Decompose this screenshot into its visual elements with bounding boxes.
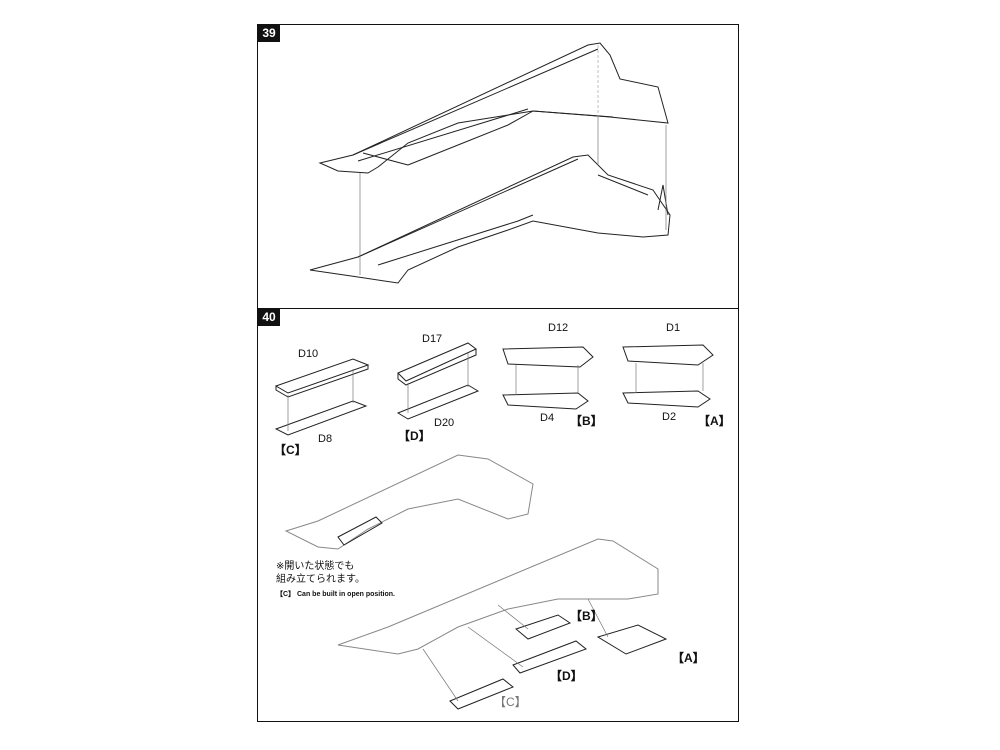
tag-d-assembly: 【D】: [550, 669, 583, 683]
lower-wing-gray: [337, 538, 659, 655]
tag-b-sub: 【B】: [570, 414, 603, 428]
open-position-note: ※開いた状態でも 組み立てられます。 【C】 Can be built in o…: [276, 561, 395, 598]
label-d10: D10: [298, 348, 319, 360]
label-d20: D20: [434, 417, 455, 429]
label-d2: D2: [662, 411, 677, 423]
part-d1: [622, 344, 714, 366]
part-d17: [397, 342, 477, 386]
label-d12: D12: [548, 322, 569, 334]
flap-b: [514, 614, 572, 640]
label-d17: D17: [422, 333, 443, 345]
flap-a: [596, 624, 668, 655]
flap-c: [449, 678, 514, 710]
label-d4: D4: [540, 412, 555, 424]
tag-b-assembly: 【B】: [570, 609, 603, 623]
step-39-panel: 39: [257, 24, 739, 309]
part-d12: [502, 346, 594, 368]
step-40-panel: 40: [257, 309, 739, 722]
tag-c-sub: 【C】: [274, 443, 307, 457]
flap-c-open: [337, 516, 383, 546]
tag-c-assembly: 【C】: [494, 695, 527, 709]
flap-assembly-diagram: [274, 342, 714, 710]
step-number-badge: 40: [258, 309, 280, 326]
step-number-badge: 39: [258, 25, 280, 42]
upper-wing-gray: [284, 454, 534, 550]
flap-d: [512, 640, 588, 674]
upper-wing-half: [318, 42, 669, 174]
part-d8: [274, 400, 368, 436]
part-d2: [622, 390, 711, 408]
label-d1: D1: [666, 322, 681, 334]
wing-halves-diagram: [309, 42, 671, 284]
part-d4: [502, 392, 589, 410]
tag-a-assembly: 【A】: [672, 651, 705, 665]
tag-a-sub: 【A】: [698, 414, 731, 428]
lower-wing-half: [309, 154, 671, 284]
label-d8: D8: [318, 433, 333, 445]
part-d10: [274, 358, 370, 398]
part-d20: [396, 384, 480, 420]
tag-d-sub: 【D】: [398, 429, 431, 443]
